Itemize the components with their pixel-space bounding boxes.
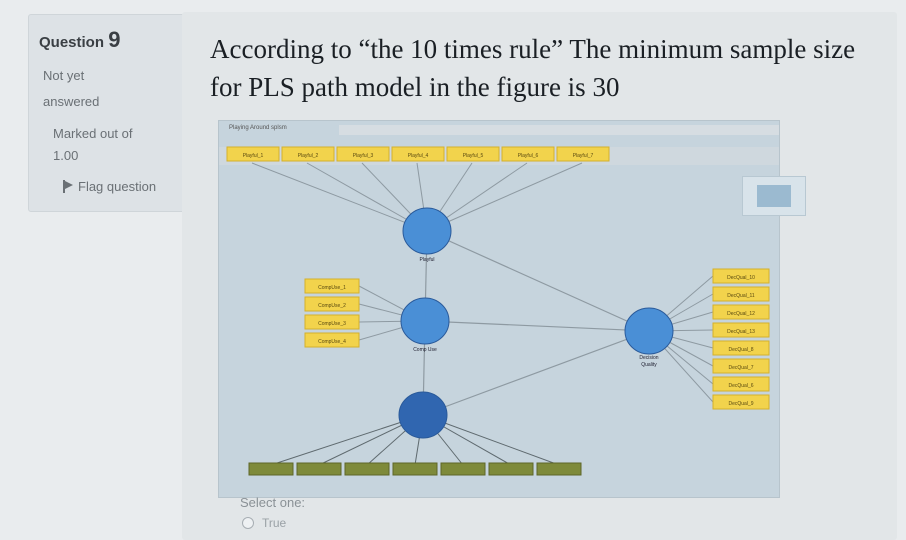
flag-question-label: Flag question	[78, 179, 157, 194]
indicator-label: DecQual_7	[728, 365, 753, 371]
structural-path	[424, 320, 650, 332]
indicator-box	[488, 462, 534, 476]
indicator-label: DecQual_8	[728, 347, 753, 353]
construct-label: Playful	[419, 257, 434, 263]
marked-value: 1.00	[53, 148, 79, 163]
indicator-box	[556, 146, 610, 162]
indicator-label: Playful_1	[243, 153, 264, 159]
indicator-box	[712, 394, 770, 410]
indicator-label: Playful_6	[518, 153, 539, 159]
indicator-label: DecQual_12	[727, 311, 755, 317]
indicator-box	[304, 332, 360, 348]
construct-node	[398, 391, 448, 439]
flag-icon	[63, 180, 73, 193]
indicator-label: Playful_4	[408, 153, 429, 159]
indicator-label: Playful_2	[298, 153, 319, 159]
indicator-box	[712, 304, 770, 320]
indicator-box	[304, 296, 360, 312]
answer-status: Not yet answered	[43, 63, 163, 115]
question-text: According to “the 10 times rule” The min…	[210, 30, 890, 106]
figure-titlebar	[339, 125, 779, 135]
indicator-box	[536, 462, 582, 476]
indicator-box	[296, 462, 342, 476]
construct-label: Quality	[641, 362, 657, 368]
option-true-label: True	[262, 516, 287, 530]
option-true[interactable]: True	[242, 516, 286, 530]
question-label: Question	[39, 34, 105, 51]
construct-node	[624, 307, 674, 355]
indicator-label: DecQual_9	[728, 401, 753, 407]
construct-node	[400, 297, 450, 345]
indicator-box	[712, 376, 770, 392]
figure-title: Playing Around splsm	[229, 125, 287, 131]
indicator-label: CompUse_2	[318, 303, 346, 309]
construct-node	[402, 207, 452, 255]
indicator-box	[446, 146, 500, 162]
construct-label: Decision	[639, 355, 658, 361]
indicator-box	[226, 146, 280, 162]
question-info-panel: Question 9 Not yet answered Marked out o…	[28, 14, 192, 212]
structural-path	[422, 330, 650, 416]
status-line2: answered	[43, 94, 100, 109]
indicator-box	[501, 146, 555, 162]
indicator-box	[440, 462, 486, 476]
indicator-box	[712, 340, 770, 356]
question-number: Question 9	[39, 27, 120, 53]
radio-true[interactable]	[242, 517, 254, 529]
indicator-label: CompUse_3	[318, 321, 346, 327]
figure-thumbnail-icon	[742, 176, 806, 216]
indicator-box	[304, 314, 360, 330]
indicator-box	[712, 286, 770, 302]
thumbnail-image-icon	[757, 185, 791, 207]
flag-question-link[interactable]: Flag question	[63, 179, 156, 194]
indicator-label: DecQual_11	[727, 293, 755, 299]
path-line	[251, 162, 428, 232]
structural-path	[426, 230, 650, 332]
indicator-box	[248, 462, 294, 476]
select-one-prompt: Select one:	[240, 495, 306, 510]
question-text-line2: for PLS path model in the figure is 30	[210, 72, 620, 102]
question-number-value: 9	[108, 27, 121, 52]
construct-label: Comp Use	[413, 347, 437, 353]
indicator-label: DecQual_13	[727, 329, 755, 335]
question-text-line1: According to “the 10 times rule” The min…	[210, 34, 856, 64]
indicator-box	[281, 146, 335, 162]
indicator-box	[344, 462, 390, 476]
indicator-box	[392, 462, 438, 476]
indicator-label: CompUse_4	[318, 339, 346, 345]
indicator-box	[304, 278, 360, 294]
path-line	[270, 414, 424, 466]
indicator-box	[336, 146, 390, 162]
indicator-label: CompUse_1	[318, 285, 346, 291]
indicator-label: Playful_5	[463, 153, 484, 159]
indicator-label: DecQual_6	[728, 383, 753, 389]
indicator-box	[712, 358, 770, 374]
indicator-label: DecQual_10	[727, 275, 755, 281]
marked-label: Marked out of	[53, 126, 133, 141]
indicator-box	[712, 322, 770, 338]
path-line	[426, 162, 583, 232]
indicator-label: Playful_3	[353, 153, 374, 159]
indicator-box	[391, 146, 445, 162]
marks-info: Marked out of 1.00	[53, 123, 183, 167]
status-line1: Not yet	[43, 68, 85, 83]
indicator-box	[712, 268, 770, 284]
indicator-label: Playful_7	[573, 153, 594, 159]
